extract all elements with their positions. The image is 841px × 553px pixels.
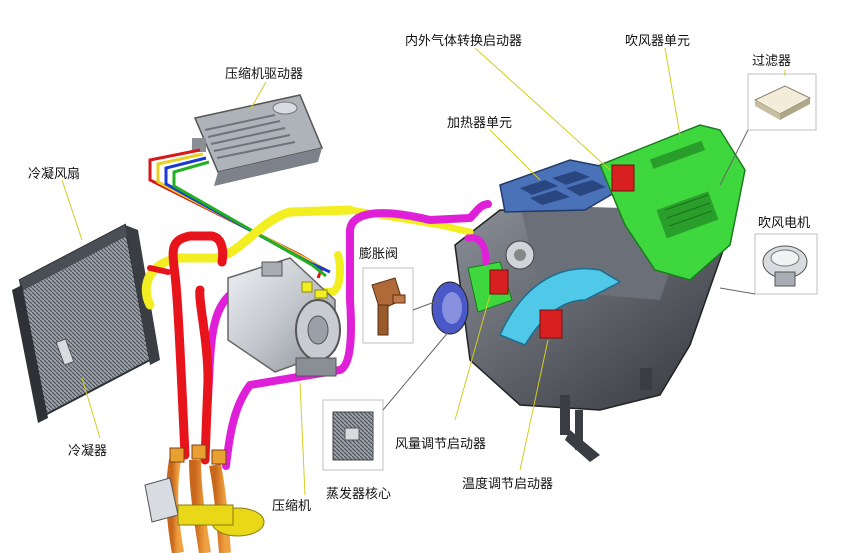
label-expansion-valve: 膨胀阀 [359,247,399,262]
label-condenser-fan: 冷凝风扇 [28,167,81,182]
label-temp-actuator: 温度调节启动器 [462,477,554,492]
evaporator-core-inset [322,399,384,471]
label-filter: 过滤器 [752,54,792,69]
wiring-harness [148,148,331,279]
compressor-part [227,257,341,377]
expansion-valve-inset [362,267,414,344]
filter-inset [747,73,817,131]
label-blower-unit: 吹风器单元 [625,34,691,49]
label-evaporator-core: 蒸发器核心 [326,487,392,502]
label-recirc-actuator: 内外气体转换启动器 [405,34,523,49]
hvac-module [431,124,746,462]
label-compressor: 压缩机 [272,499,312,514]
label-condenser: 冷凝器 [68,444,108,459]
evaporator-fitting-part [144,444,265,553]
label-blower-motor: 吹风电机 [758,216,811,231]
condenser-part [12,223,160,423]
callout-lines [382,129,756,411]
label-heater-unit: 加热器单元 [447,116,513,131]
label-air-volume-actuator: 风量调节启动器 [395,437,487,452]
label-compressor-driver: 压缩机驱动器 [225,67,304,82]
compressor-driver-part [192,94,324,186]
leader-lines [61,47,786,496]
blower-motor-inset [754,233,818,295]
